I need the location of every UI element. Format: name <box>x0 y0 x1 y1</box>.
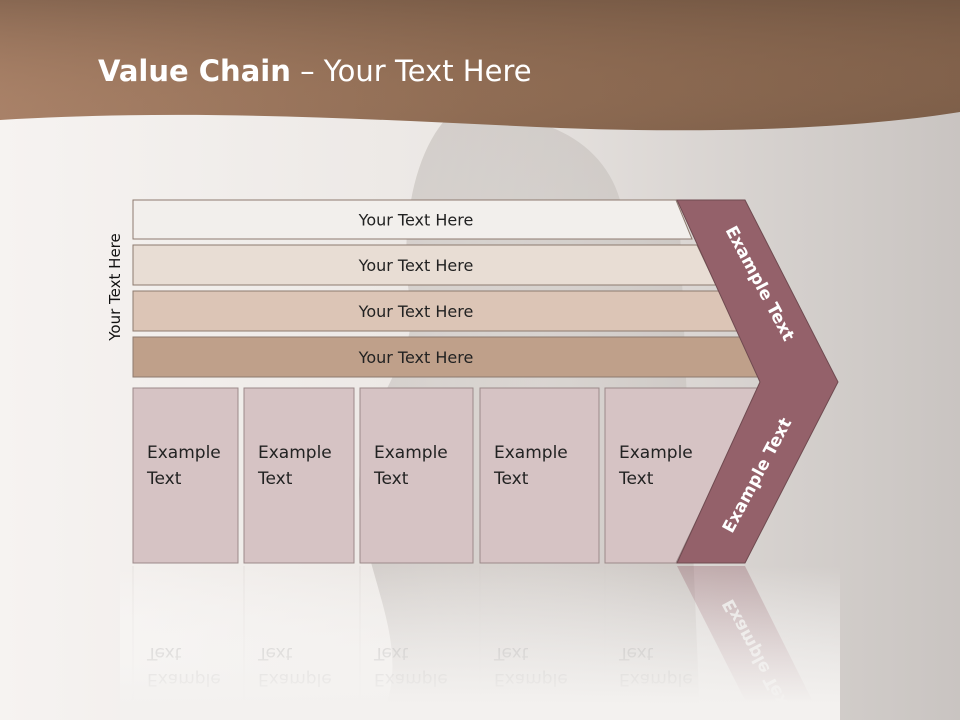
reflection-fade <box>120 566 840 720</box>
column-label-line2: Text <box>373 469 409 489</box>
slide-title-bold: Value Chain <box>98 54 291 88</box>
column-box <box>604 387 761 564</box>
column-label-line2: Text <box>146 469 182 489</box>
column-box <box>359 387 474 564</box>
column-label-line1: Example <box>147 443 221 463</box>
slide-title-rest: – Your Text Here <box>290 54 532 88</box>
side-label-text: Your Text Here <box>106 233 124 341</box>
row-label: Your Text Here <box>358 211 474 230</box>
column-box <box>132 387 239 564</box>
row-bar <box>132 199 693 240</box>
slide-title: Value Chain – Your Text Here <box>98 54 532 88</box>
column-box <box>243 387 355 564</box>
chevron-arrow <box>676 199 839 564</box>
column-label-line1: Example <box>619 443 693 463</box>
row-label: Your Text Here <box>358 302 474 321</box>
column-label-line2: Text <box>618 469 654 489</box>
column-label-line1: Example <box>494 443 568 463</box>
row-label: Your Text Here <box>358 256 474 275</box>
column-label-line2: Text <box>257 469 293 489</box>
column-label-line1: Example <box>258 443 332 463</box>
column-label-line2: Text <box>493 469 529 489</box>
header-band-shade <box>0 0 960 131</box>
row-label: Your Text Here <box>358 348 474 367</box>
column-label-line1: Example <box>374 443 448 463</box>
column-box <box>479 387 600 564</box>
